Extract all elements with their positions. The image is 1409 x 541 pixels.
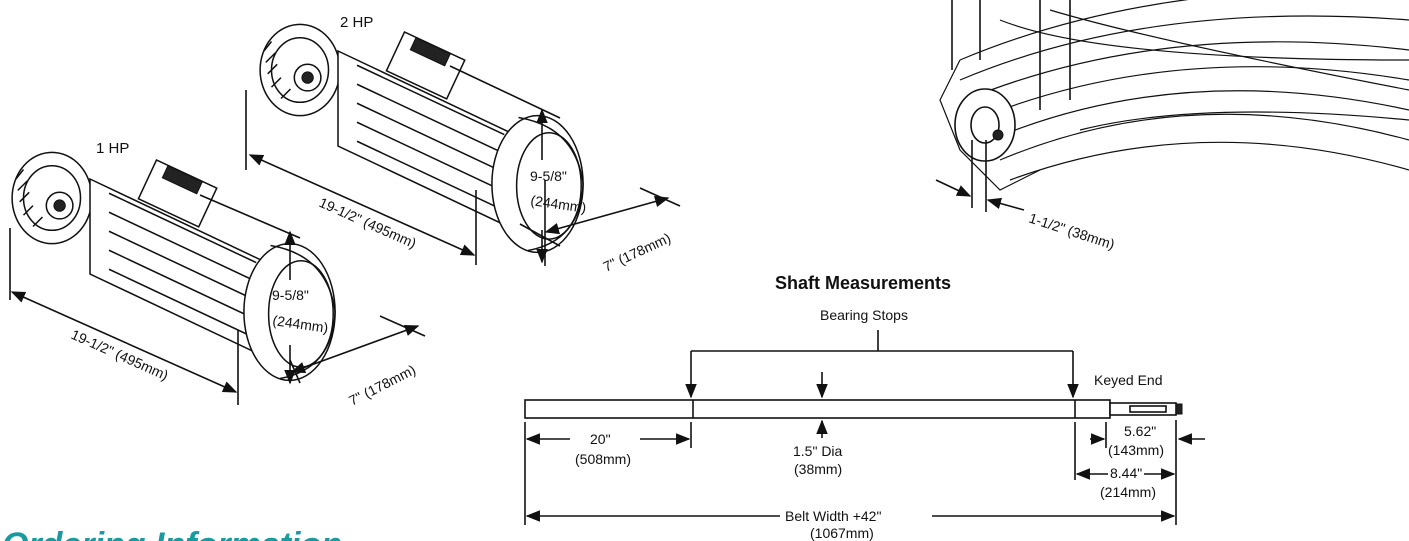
extension-label: 8.44" <box>1110 465 1142 481</box>
overall-label: Belt Width +42" <box>785 508 881 524</box>
motor-1hp-length-label: 19-1/2" (495mm) <box>69 326 171 383</box>
section-heading: Ordering Information <box>2 526 342 541</box>
shaft-body <box>524 399 1111 419</box>
motor-1hp-illustration <box>11 151 336 382</box>
brush-stub-arrow-left <box>935 179 972 197</box>
motor-1hp-length-dim <box>10 291 238 393</box>
bearing-stops-label: Bearing Stops <box>820 307 908 323</box>
brush-stub-label: 1-1/2" (38mm) <box>1027 210 1117 253</box>
motor-2hp-title: 2 HP <box>340 14 373 31</box>
motor-2hp-length-dim <box>248 154 476 256</box>
motor-2hp-ext-bottom <box>519 223 561 247</box>
brush-hub-inner <box>970 106 1000 144</box>
keyed-end-tip <box>1175 403 1183 415</box>
key-length-mm-label: (143mm) <box>1108 442 1164 458</box>
motor-2hp: 2 HP 19-1/2" (495mm) 9-5/8" (244mm) 7" (… <box>245 14 681 275</box>
end-offset-mm-label: (508mm) <box>575 451 631 467</box>
motor-2hp-ext-top <box>449 65 561 119</box>
motor-1hp-width-label: 7" (178mm) <box>346 361 418 408</box>
motor-2hp-illustration <box>259 23 584 254</box>
motor-1hp-title: 1 HP <box>96 140 129 157</box>
shaft-title: Shaft Measurements <box>775 273 951 293</box>
key-length-label: 5.62" <box>1124 423 1156 439</box>
end-offset-label: 20" <box>590 431 611 447</box>
motor-1hp-ext-width <box>379 315 426 337</box>
motor-1hp-width-dim <box>290 325 420 373</box>
brush-stub-arrow-right <box>986 197 1025 211</box>
motor-2hp-height-label-top: 9-5/8" <box>530 168 567 184</box>
motor-2hp-width-dim <box>544 195 670 235</box>
keyed-end-label: Keyed End <box>1094 372 1163 388</box>
motor-1hp: 1 HP 19-1/2" (495mm) 9-5/8" (244mm) 7" (… <box>9 140 426 409</box>
diameter-mm-label: (38mm) <box>794 461 842 477</box>
motor-2hp-width-label: 7" (178mm) <box>601 230 674 275</box>
motor-2hp-ext-width2 <box>639 187 681 207</box>
extension-mm-label: (214mm) <box>1100 484 1156 500</box>
motor-1hp-ext-top <box>199 194 301 239</box>
overall-mm-label: (1067mm) <box>810 525 874 541</box>
diameter-label: 1.5" Dia <box>793 443 843 459</box>
brush-hub-bolt <box>992 129 1004 141</box>
keyed-end-keyway <box>1129 405 1167 413</box>
shaft-measurements: Shaft Measurements Bearing Stops Keyed E… <box>524 273 1205 541</box>
brush-bristles <box>939 0 1409 191</box>
motor-1hp-height-label-top: 9-5/8" <box>272 287 309 303</box>
brush-illustration: 1-1/2" (38mm) <box>935 0 1409 253</box>
